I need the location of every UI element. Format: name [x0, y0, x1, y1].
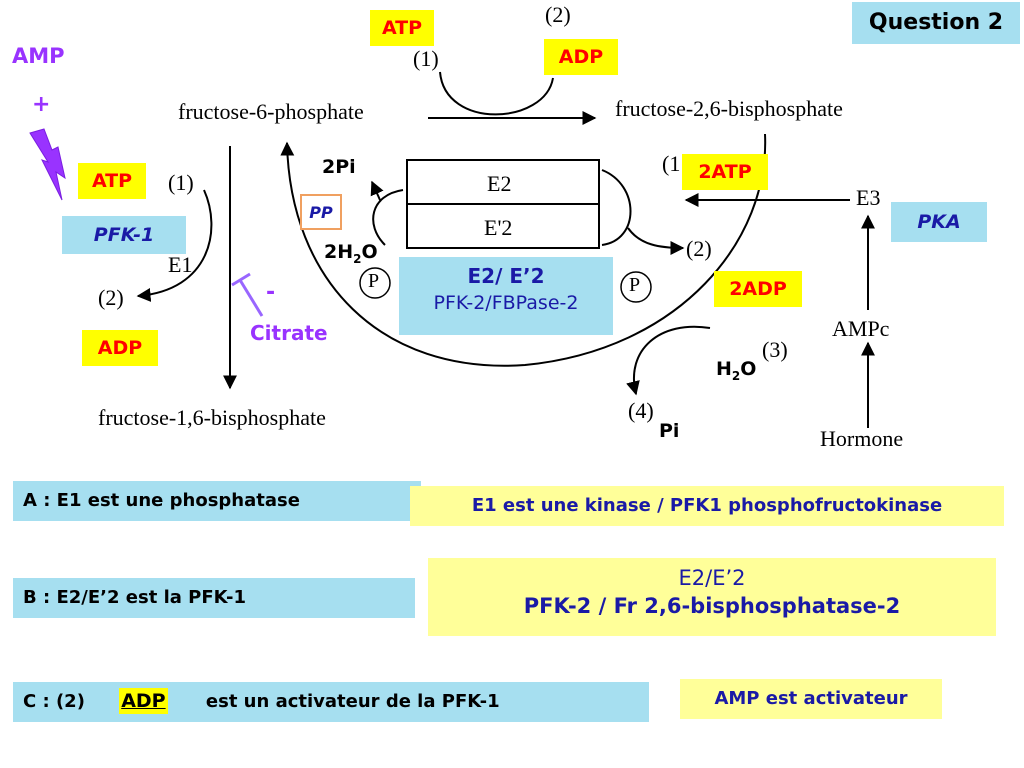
atp-top-box: ATP: [370, 10, 434, 46]
question-b: B : E2/E’2 est la PFK-1: [13, 578, 415, 618]
amp-label: AMP: [12, 44, 65, 68]
question-c: C : (2) ADP est un activateur de la PFK-…: [13, 682, 649, 722]
eprime2-label: E'2: [484, 215, 513, 240]
question-c-suffix: est un activateur de la PFK-1: [205, 691, 500, 712]
step-3-label: (3): [762, 337, 788, 362]
plus-label: +: [32, 92, 51, 117]
lightning-bolt-icon: [29, 128, 66, 201]
answer-b-line1: E2/E’2: [678, 566, 746, 590]
arrow-atp-adp-right: [601, 169, 632, 246]
step-2-right: (2): [686, 236, 712, 261]
enzyme-title: E2/ E’2: [467, 264, 545, 288]
question-a: A : E1 est une phosphatase: [13, 481, 421, 521]
citrate-inhibition-line: [238, 279, 264, 317]
arrow-atp-adp-left: [136, 189, 213, 302]
arrow-h2o-pi-left: [372, 189, 404, 246]
citrate-inhibition-bar: [231, 272, 251, 287]
answer-b: E2/E’2 PFK-2 / Fr 2,6-bisphosphatase-2: [428, 558, 996, 636]
phosphate-left-circle: [359, 267, 391, 299]
phosphate-right-label: P: [629, 274, 641, 296]
step-2-left: (2): [98, 285, 124, 310]
ampc-label: AMPc: [832, 316, 890, 341]
enzyme-subtitle: PFK-2/FBPase-2: [433, 292, 579, 314]
pp-box: PP: [300, 194, 342, 230]
adp2-box: 2ADP: [714, 271, 802, 307]
answer-c: AMP est activateur: [680, 679, 942, 719]
atp2-box: 2ATP: [682, 154, 768, 190]
enzyme-e2-box: E2/ E’2 PFK-2/FBPase-2: [399, 257, 613, 335]
fructose-6-phosphate-label: fructose-6-phosphate: [178, 99, 364, 124]
e3-label: E3: [856, 185, 881, 210]
pka-box: PKA: [891, 202, 987, 242]
question-title: Question 2: [852, 2, 1020, 44]
2pi-label: 2Pi: [322, 156, 356, 178]
e1-label: E1: [168, 252, 193, 277]
minus-label: -: [266, 280, 276, 305]
phosphate-left-label: P: [368, 270, 380, 292]
step-1-left: (1): [168, 170, 194, 195]
step-2-top: (2): [545, 2, 571, 27]
2h2o-label: 2H2O: [324, 241, 378, 266]
eprime2-box: [406, 203, 600, 249]
e2-label: E2: [487, 171, 512, 196]
h2o-label: H2O: [716, 358, 757, 383]
fructose-2-6-bisphosphate-label: fructose-2,6-bisphosphate: [615, 96, 843, 121]
atp-left-box: ATP: [78, 163, 146, 199]
step-4-label: (4): [628, 398, 654, 423]
question-c-adp: ADP: [119, 688, 168, 714]
fructose-1-6-bisphosphate-label: fructose-1,6-bisphosphate: [98, 405, 326, 430]
arrow-h2o-pi-right: [626, 325, 711, 396]
step-1-right: (1: [662, 151, 681, 176]
hormone-label: Hormone: [820, 426, 904, 451]
answer-b-line2: PFK-2 / Fr 2,6-bisphosphatase-2: [523, 594, 901, 618]
phosphate-right-circle: [620, 271, 652, 303]
step-1-top: (1): [413, 46, 439, 71]
adp-top-box: ADP: [544, 39, 618, 75]
citrate-label: Citrate: [250, 321, 328, 345]
pfk1-box: PFK-1: [62, 216, 186, 254]
answer-a: E1 est une kinase / PFK1 phosphofructoki…: [410, 486, 1004, 526]
arrow-atp-adp-top: [439, 71, 554, 116]
pi-label: Pi: [659, 420, 680, 442]
e2-box: [406, 159, 600, 205]
adp-left-box: ADP: [82, 330, 158, 366]
question-c-prefix: C : (2): [23, 691, 85, 712]
arrow-f26bp-to-f6p: [280, 133, 767, 367]
